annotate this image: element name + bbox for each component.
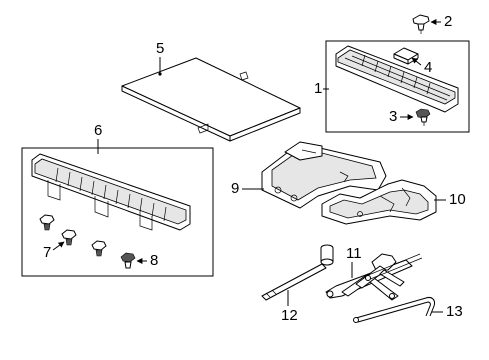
callout-13: 13 — [432, 303, 463, 320]
leader-line-4 — [411, 57, 422, 66]
callout-label-13: 13 — [446, 303, 463, 320]
sill-ribs — [55, 167, 167, 222]
callout-label-8: 8 — [150, 252, 158, 269]
callout-3: 3 — [389, 108, 414, 125]
callout-9: 9 — [231, 180, 264, 197]
pointer-dot-5 — [158, 72, 162, 76]
callout-label-1: 1 — [314, 80, 322, 97]
part-2-push-pin — [412, 14, 430, 34]
clip-d — [120, 252, 136, 269]
part-13-jack-handle — [353, 297, 435, 323]
callout-12: 12 — [281, 290, 298, 324]
callout-label-5: 5 — [156, 40, 164, 57]
part-6-sill-plate — [31, 153, 191, 231]
clip-a — [39, 214, 55, 231]
callout-label-4: 4 — [424, 59, 432, 76]
callout-2: 2 — [430, 13, 452, 30]
part-12-lug-wrench — [261, 244, 334, 301]
callout-label-9: 9 — [231, 180, 239, 197]
callout-10: 10 — [434, 191, 466, 208]
fastener-clips — [39, 214, 136, 269]
callout-label-2: 2 — [444, 13, 452, 30]
callout-label-10: 10 — [449, 191, 466, 208]
part-1-trim-panel — [335, 45, 459, 113]
part-group-box-6 — [21, 147, 214, 277]
callout-1: 1 — [314, 80, 329, 97]
callout-6: 6 — [94, 122, 102, 154]
part-11-scissor-jack — [325, 253, 423, 301]
callout-label-6: 6 — [94, 122, 102, 139]
trim-ribs — [361, 54, 431, 95]
clip-c — [91, 240, 107, 257]
callout-7: 7 — [43, 241, 65, 261]
callout-11: 11 — [346, 245, 362, 278]
callout-8: 8 — [136, 252, 158, 269]
part-4-clip — [393, 47, 419, 65]
clip-b — [61, 229, 77, 246]
callout-label-3: 3 — [389, 108, 397, 125]
part-group-box-1 — [325, 40, 470, 133]
callout-5: 5 — [156, 40, 164, 76]
callout-label-7: 7 — [43, 244, 51, 261]
part-5-floor-panel — [121, 57, 301, 142]
callout-label-12: 12 — [281, 307, 298, 324]
part-3-push-pin — [415, 108, 431, 126]
callout-label-11: 11 — [346, 245, 362, 262]
part-10-spacer — [321, 179, 437, 225]
leader-line-7 — [52, 241, 65, 251]
callout-4: 4 — [411, 57, 432, 76]
